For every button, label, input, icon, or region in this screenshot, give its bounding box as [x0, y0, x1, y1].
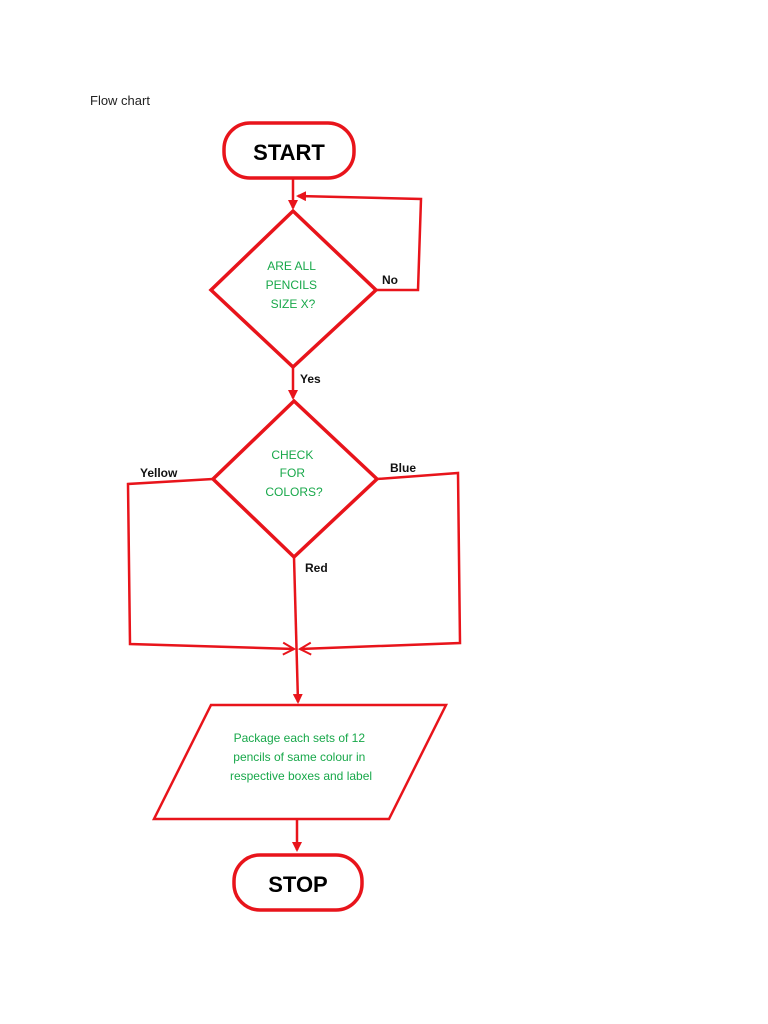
package-line: pencils of same colour in: [233, 750, 365, 764]
color-check-line: COLORS?: [265, 485, 323, 499]
edge-label-no: No: [382, 273, 398, 287]
color-check-line: CHECK: [271, 448, 313, 462]
edge-label-blue: Blue: [390, 461, 416, 475]
stop-node: STOP: [232, 853, 364, 912]
color-check-node: CHECK FOR COLORS?: [210, 398, 380, 560]
size-check-label: ARE ALL PENCILS SIZE X?: [266, 259, 321, 311]
package-line: respective boxes and label: [230, 769, 372, 783]
edge-label-red: Red: [305, 561, 328, 575]
size-check-line: SIZE X?: [271, 297, 316, 311]
edge-yellow: [126, 477, 294, 649]
package-node: Package each sets of 12 pencils of same …: [151, 703, 449, 821]
color-check-label: CHECK FOR COLORS?: [265, 448, 323, 499]
package-line: Package each sets of 12: [234, 731, 366, 745]
package-label: Package each sets of 12 pencils of same …: [230, 731, 372, 783]
color-check-line: FOR: [280, 466, 306, 480]
edge-red: [292, 556, 303, 704]
start-node: START: [222, 121, 356, 180]
size-check-line: PENCILS: [266, 278, 317, 292]
package-shape: [151, 703, 449, 821]
stop-label: STOP: [268, 872, 328, 897]
edge-label-yellow: Yellow: [140, 466, 178, 480]
edge-label-yes: Yes: [300, 372, 321, 386]
edge-blue: [300, 471, 462, 649]
page-title: Flow chart: [90, 93, 150, 108]
start-label: START: [253, 140, 325, 165]
start-shape: [222, 121, 356, 180]
size-check-line: ARE ALL: [267, 259, 316, 273]
stop-shape: [232, 853, 364, 912]
edge-no-loop: [296, 191, 423, 292]
size-check-node: ARE ALL PENCILS SIZE X?: [208, 208, 379, 370]
